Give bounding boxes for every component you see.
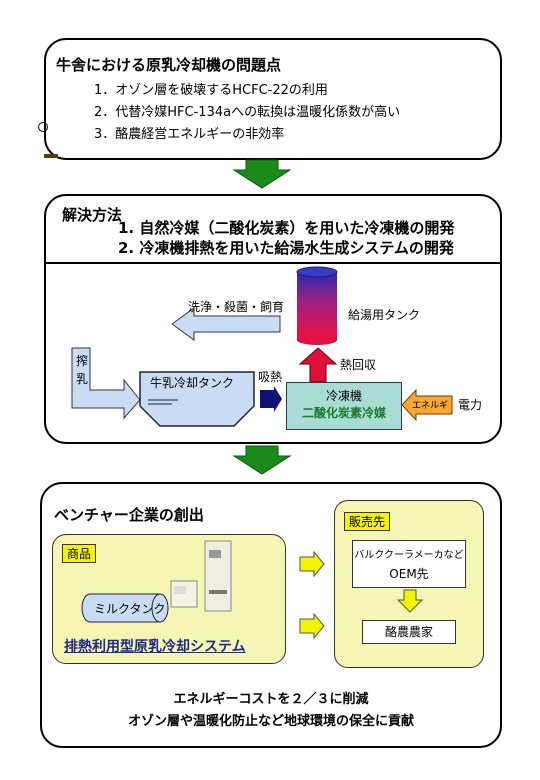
problem-list: 1．オゾン層を破壊するHCFC-22の利用 2．代替冷媒HFC-134aへの転換…	[94, 80, 400, 146]
solution-list: 1. 自然冷媒（二酸化炭素）を用いた冷凍機の開発 2. 冷凍機排熱を用いた給湯水…	[118, 218, 454, 258]
energy-label: エネルギ	[412, 401, 449, 411]
solution-item-1: 1. 自然冷媒（二酸化炭素）を用いた冷凍機の開発	[118, 219, 455, 237]
problem-title: 牛舎における原乳冷却機の問題点	[56, 56, 282, 74]
down-arrow-icon	[232, 159, 292, 189]
customer-box-farmer: 酪農農家	[362, 620, 456, 644]
decoration-mark	[44, 154, 58, 158]
product-tag: 商品	[62, 544, 97, 563]
wash-arrow-icon	[171, 307, 281, 341]
milk-tank-icon	[81, 593, 169, 623]
heat-recovery-label: 熱回収	[340, 358, 377, 372]
energy-arrow-icon	[401, 388, 453, 422]
milking-arrow-icon	[71, 347, 141, 420]
outcome-2: オゾン層や温暖化防止など地球環境の保全に貢献	[127, 714, 414, 729]
solution-item-2: 2. 冷凍機排熱を用いた給湯水生成システムの開発	[118, 239, 454, 257]
outcome-1: エネルギーコストを２／３に削減	[173, 692, 369, 707]
heat-absorb-label: 吸熱	[258, 370, 283, 384]
customer-2: 酪農農家	[384, 625, 433, 639]
customer-1-line2: OEM先	[389, 567, 429, 581]
indoor-unit-icon	[204, 540, 232, 612]
milk-cooling-tank-icon	[139, 371, 255, 427]
right-arrow-icon	[299, 612, 325, 640]
problem-item-3: 3．酪農経営エネルギーの非効率	[94, 127, 285, 142]
customer-box-oem: バルククーラメーカなど OEM先	[352, 540, 466, 588]
hot-water-tank-icon	[296, 266, 338, 345]
right-arrow-icon	[299, 550, 325, 578]
down-arrow-icon	[232, 445, 292, 475]
heat-absorb-arrow-icon	[260, 386, 282, 412]
milk-tank-product-label: ミルクタンク	[94, 602, 166, 616]
milk-tank-label: 牛乳冷却タンク	[150, 376, 235, 390]
outdoor-unit-icon	[170, 580, 198, 608]
wash-label: 洗浄・殺菌・飼育	[188, 300, 285, 314]
customer-1-line1: バルククーラメーカなど	[354, 550, 464, 561]
problem-item-1: 1．オゾン層を破壊するHCFC-22の利用	[94, 83, 328, 98]
problem-box: 牛舎における原乳冷却機の問題点 1．オゾン層を破壊するHCFC-22の利用 2．…	[44, 38, 502, 160]
product-name: 排熱利用型原乳冷却システム	[64, 639, 246, 655]
solution-divider	[44, 262, 502, 264]
venture-title: ベンチャー企業の創出	[54, 506, 204, 524]
freezer-sub: 二酸化炭素冷媒	[301, 406, 386, 420]
solution-title: 解決方法	[62, 206, 123, 224]
power-label: 電力	[458, 398, 483, 412]
milking-text: 搾乳	[76, 354, 89, 386]
problem-item-2: 2．代替冷媒HFC-134aへの転換は温暖化係数が高い	[94, 105, 401, 120]
freezer-title: 冷凍機	[325, 389, 362, 403]
hot-water-tank-label: 給湯用タンク	[348, 308, 421, 322]
heat-recovery-arrow-icon	[298, 347, 338, 383]
sales-tag: 販売先	[344, 512, 391, 531]
decoration-mark	[38, 122, 48, 132]
freezer-box: 冷凍機 二酸化炭素冷媒	[286, 382, 402, 430]
down-small-arrow-icon	[396, 589, 424, 613]
milking-label: 搾乳	[76, 352, 90, 388]
